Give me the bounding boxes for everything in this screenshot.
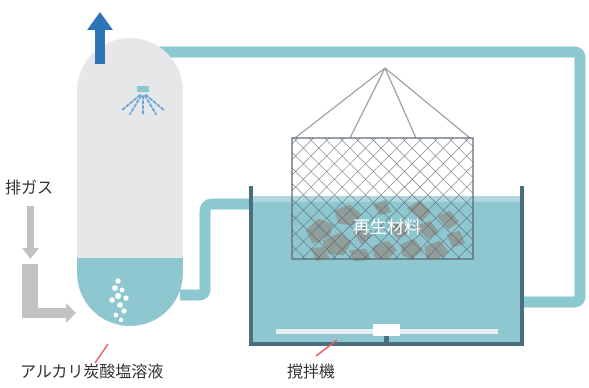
exhaust-inflow-arrow-icon bbox=[22, 206, 76, 323]
alkali-leader-line bbox=[94, 343, 109, 364]
transfer-pipe bbox=[180, 198, 258, 301]
hanging-wires bbox=[294, 67, 471, 139]
spray-nozzle-icon bbox=[120, 86, 166, 117]
stirrer-label: 撹拌機 bbox=[287, 362, 336, 381]
mesh-basket bbox=[291, 137, 474, 260]
tower-liquid bbox=[77, 258, 183, 326]
stirrer-icon bbox=[276, 324, 498, 345]
exhaust-gas-label: 排ガス bbox=[5, 178, 54, 197]
bubbles-icon bbox=[109, 278, 129, 323]
stirrer-leader-line bbox=[315, 339, 338, 357]
recycled-material-label: 再生材料 bbox=[353, 218, 421, 238]
gas-outflow-arrow-icon bbox=[87, 12, 113, 64]
absorption-tower bbox=[77, 38, 183, 326]
alkali-solution-label: アルカリ炭酸塩溶液 bbox=[20, 362, 164, 381]
